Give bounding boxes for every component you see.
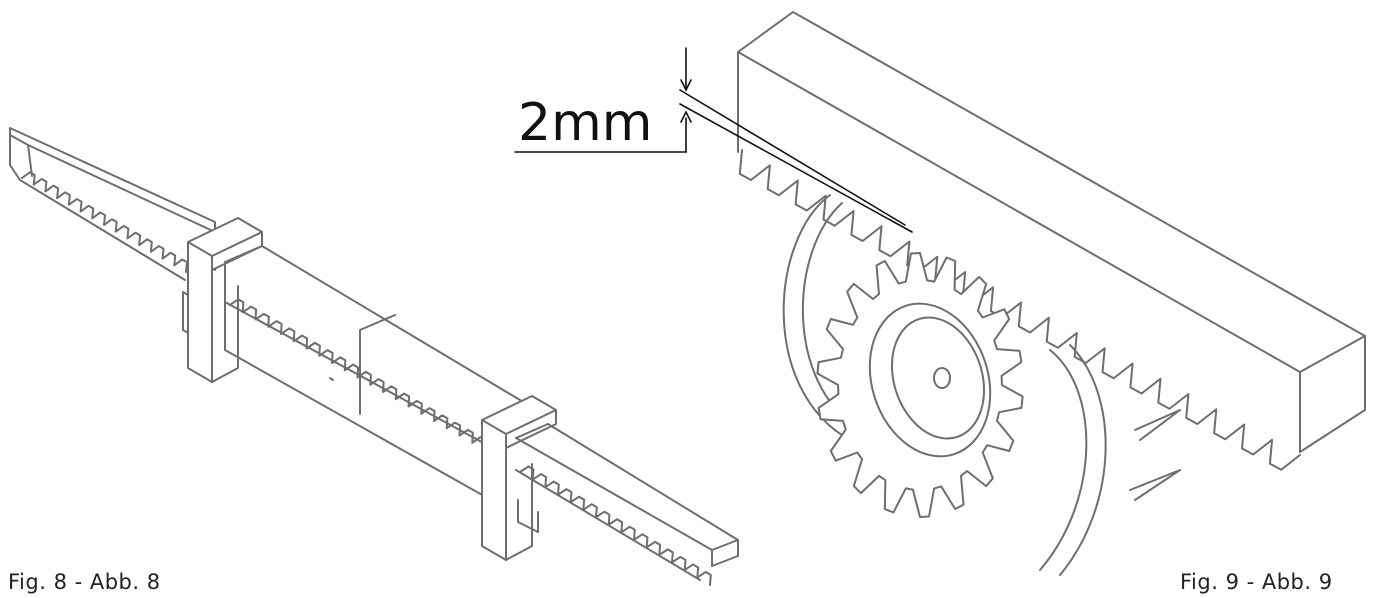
figure-9-caption: Fig. 9 - Abb. 9: [1180, 570, 1333, 594]
clamp-plate-right: [481, 395, 557, 561]
rack-segment-right: [515, 423, 739, 586]
rack-segment-left: [9, 127, 216, 281]
figure-8-caption: Fig. 8 - Abb. 8: [8, 570, 161, 594]
pinion-rack-engagement-drawing: 2mm: [514, 11, 1366, 576]
clamp-plate-left: [182, 217, 263, 383]
dimension-2mm: 2mm: [514, 47, 913, 233]
rack-segment-middle: [224, 245, 521, 506]
rack-assembly-drawing: [9, 127, 739, 586]
pinion-gear: [782, 194, 1181, 576]
rack-bar: [737, 11, 1366, 471]
dimension-label: 2mm: [518, 93, 652, 153]
